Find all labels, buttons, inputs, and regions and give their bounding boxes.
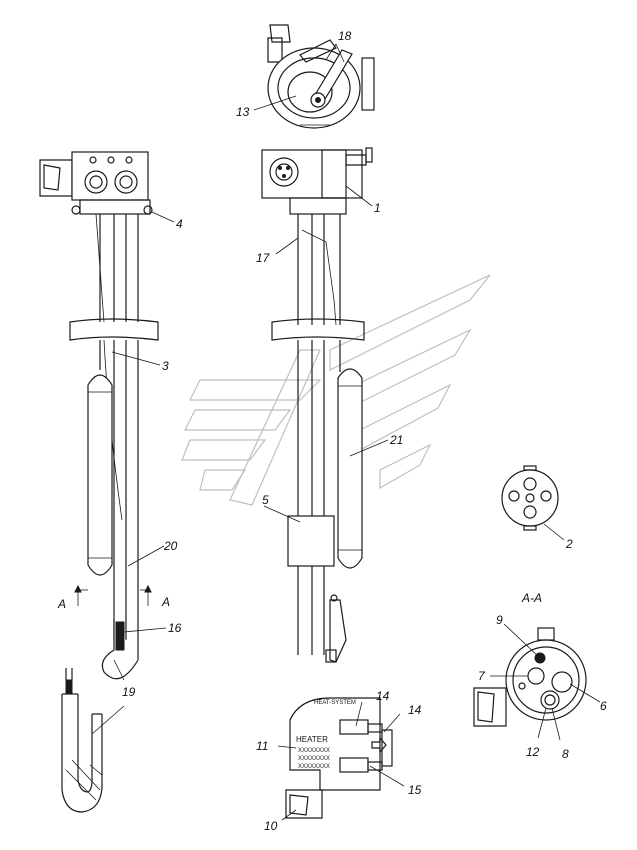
heater-brand-label: HEATER — [296, 735, 328, 744]
callout-14-left: 14 — [376, 689, 390, 703]
callout-18: 18 — [338, 29, 352, 43]
callout-1: 1 — [374, 201, 381, 215]
callout-14-right: 14 — [408, 703, 422, 717]
callout-9: 9 — [496, 613, 503, 627]
top-view-assembly — [267, 24, 375, 129]
callout-21: 21 — [389, 433, 403, 447]
center-heater-assembly — [261, 147, 373, 663]
bottom-fitting-assembly: HEAT-SYSTEM HEATER XXXXXXXX XXXXXXXX XXX… — [285, 697, 393, 819]
hook-detail — [61, 668, 103, 813]
callout-5: 5 — [262, 493, 269, 507]
end-cap-part — [501, 465, 559, 531]
callout-2: 2 — [565, 537, 573, 551]
callout-12: 12 — [526, 745, 540, 759]
heater-label-row-2: XXXXXXXX — [298, 756, 330, 762]
callout-17: 17 — [256, 251, 271, 265]
callout-15: 15 — [408, 783, 422, 797]
callout-labels: 18 13 4 1 17 3 21 5 2 20 A A 16 19 A-A 9… — [57, 29, 607, 833]
callout-11: 11 — [256, 739, 268, 753]
section-a-a — [473, 627, 587, 727]
callout-10: 10 — [264, 819, 278, 833]
left-heater-assembly — [39, 151, 159, 680]
callout-4: 4 — [176, 217, 183, 231]
section-mark-a-left: A — [57, 597, 66, 611]
watermark-logo — [181, 274, 491, 506]
callout-16: 16 — [168, 621, 182, 635]
callout-8: 8 — [562, 747, 569, 761]
leader-lines — [91, 43, 601, 821]
callout-19: 19 — [122, 685, 136, 699]
callout-6: 6 — [600, 699, 607, 713]
callout-3: 3 — [162, 359, 169, 373]
callout-13: 13 — [236, 105, 250, 119]
callout-20: 20 — [163, 539, 178, 553]
section-title: A-A — [521, 591, 542, 605]
heater-top-label: HEAT-SYSTEM — [314, 700, 356, 706]
callout-7: 7 — [478, 669, 486, 683]
section-mark-a-right: A — [161, 595, 170, 609]
heater-label-row-3: XXXXXXXX — [298, 764, 330, 770]
heater-label-row-1: XXXXXXXX — [298, 748, 330, 754]
